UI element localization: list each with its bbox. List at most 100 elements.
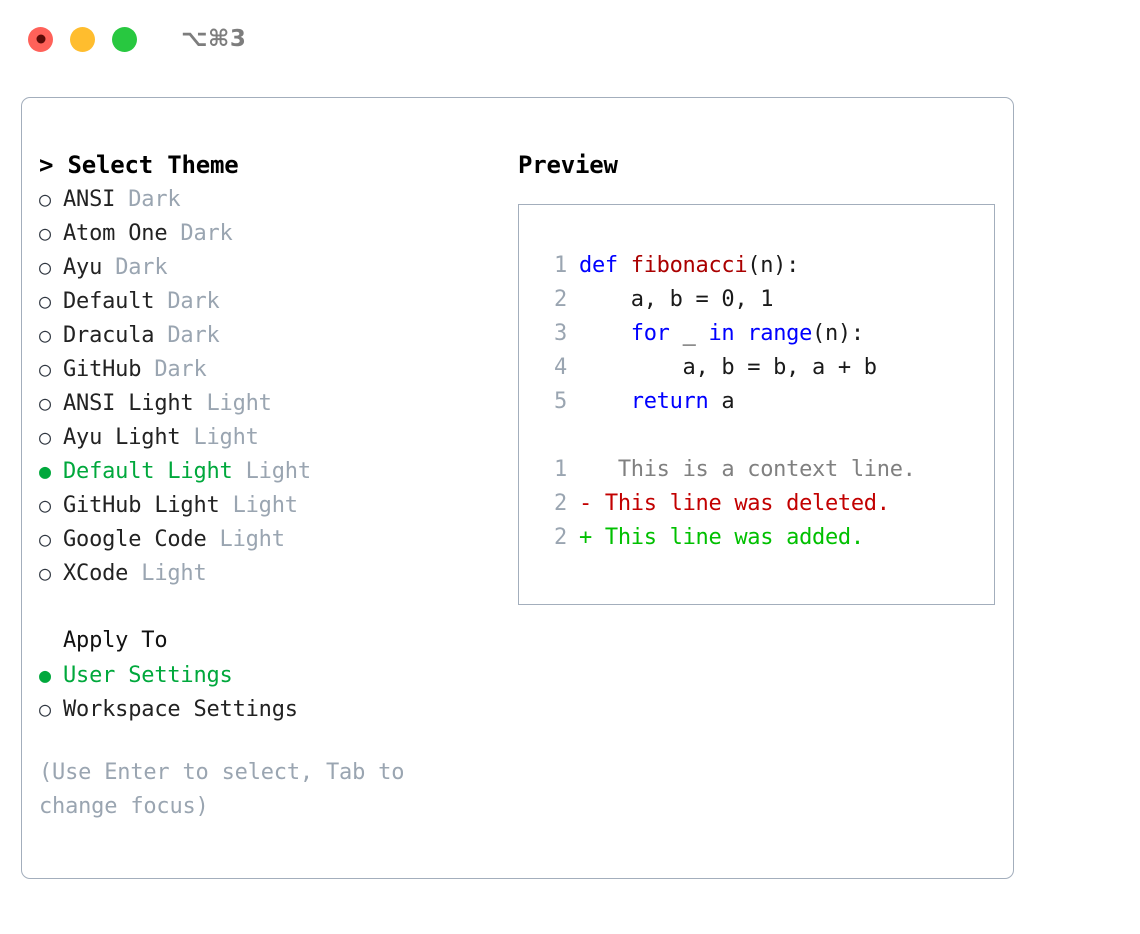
theme-option-category-tag: Light: [245, 459, 311, 484]
theme-selection-column: > Select Theme ○ANSI Dark○Atom One Dark○…: [39, 148, 499, 878]
theme-option-google-code[interactable]: ○Google Code Light: [39, 522, 499, 556]
apply-to-option-workspace-settings[interactable]: ○Workspace Settings: [39, 692, 499, 726]
theme-option-label: Dracula: [63, 323, 155, 348]
theme-option-label: GitHub Light: [63, 493, 220, 518]
theme-option-category-tag: Light: [206, 391, 272, 416]
label-spacer: [154, 285, 167, 319]
keyboard-hint-text: (Use Enter to select, Tab to change focu…: [39, 760, 418, 819]
radio-selected-icon: ●: [39, 663, 51, 687]
theme-option-label: Default: [63, 289, 155, 314]
label-spacer: [193, 387, 206, 421]
line-number: 3: [554, 321, 567, 346]
apply-to-option-label: User Settings: [63, 663, 233, 688]
radio-unselected-icon: ○: [39, 527, 51, 551]
theme-option-github[interactable]: ○GitHub Dark: [39, 352, 499, 386]
radio-unselected-icon: ○: [39, 561, 51, 585]
window-titlebar: ⌥⌘3: [0, 0, 1140, 78]
theme-option-label: Atom One: [63, 221, 168, 246]
diff-sample: 1 This is a context line.2- This line wa…: [541, 453, 994, 555]
theme-option-label: Google Code: [63, 527, 207, 552]
code-token-plain: (n):: [812, 321, 864, 346]
code-token-plain: _: [669, 321, 709, 346]
theme-option-ayu-light[interactable]: ○ Ayu Light Light: [39, 420, 499, 454]
label-spacer: [220, 489, 233, 523]
radio-unselected-icon: ○: [39, 357, 51, 381]
label-spacer: [180, 421, 193, 455]
theme-option-category-tag: Light: [141, 561, 207, 586]
radio-unselected-icon: ○: [39, 425, 51, 449]
label-spacer: [154, 319, 167, 353]
radio-unselected-icon: ○: [39, 391, 51, 415]
radio-unselected-icon: ○: [39, 255, 51, 279]
theme-option-label: ANSI Light: [63, 391, 194, 416]
code-diff-spacer: [541, 419, 994, 453]
apply-to-heading: Apply To: [63, 628, 168, 653]
code-token-kw: range: [747, 321, 813, 346]
radio-unselected-icon: ○: [39, 289, 51, 313]
code-token-kw: in: [708, 321, 735, 346]
radio-unselected-icon: ○: [39, 323, 51, 347]
theme-option-category-tag: Dark: [128, 187, 181, 212]
theme-option-category-tag: Light: [232, 493, 298, 518]
code-token-plain: [579, 317, 631, 351]
theme-option-default[interactable]: ○ Default Dark: [39, 284, 499, 318]
theme-option-label: Ayu: [63, 255, 103, 280]
theme-option-label: Ayu Light: [63, 425, 181, 450]
theme-option-category-tag: Dark: [180, 221, 233, 246]
diff-line-added: 2+ This line was added.: [541, 521, 994, 555]
theme-option-category-tag: Dark: [167, 323, 220, 348]
diff-marker: [579, 453, 592, 487]
code-token-plain: (n):: [747, 253, 800, 278]
theme-option-category-tag: Light: [193, 425, 259, 450]
line-number: 5: [554, 389, 567, 414]
diff-line-deleted: 2- This line was deleted.: [541, 487, 994, 521]
label-spacer: [102, 251, 115, 285]
minimize-window-button[interactable]: [70, 26, 95, 52]
section-spacer: [39, 590, 499, 624]
radio-unselected-icon: ○: [39, 493, 51, 517]
line-number: 2: [554, 287, 567, 312]
theme-option-dracula[interactable]: ○ Dracula Dark: [39, 318, 499, 352]
code-token-fn: fibonacci: [630, 253, 748, 278]
theme-option-atom-one[interactable]: ○Atom One Dark: [39, 216, 499, 250]
code-token-plain: a, b = 0, 1: [579, 287, 774, 312]
code-token-plain: a: [708, 389, 735, 414]
apply-to-option-label: Workspace Settings: [63, 697, 298, 722]
code-token-plain: [579, 385, 631, 419]
apply-to-option-user-settings[interactable]: ● User Settings: [39, 658, 499, 692]
preview-heading: Preview: [518, 151, 618, 179]
theme-list[interactable]: ○ANSI Dark○Atom One Dark○Ayu Dark○Defaul…: [39, 182, 499, 590]
close-window-button[interactable]: [28, 26, 53, 52]
theme-option-ayu[interactable]: ○ Ayu Dark: [39, 250, 499, 284]
traffic-light-buttons: [28, 26, 137, 52]
theme-option-ansi[interactable]: ○ANSI Dark: [39, 182, 499, 216]
code-token-kw: return: [630, 389, 709, 414]
code-line: 3 for _ in range(n):: [541, 317, 994, 351]
code-token-plain: a, b = b, a + b: [579, 355, 878, 380]
theme-option-github-light[interactable]: ○ GitHub Light Light: [39, 488, 499, 522]
theme-option-category-tag: Dark: [167, 289, 220, 314]
diff-marker: -: [579, 491, 592, 516]
keyboard-shortcut-label: ⌥⌘3: [181, 26, 247, 52]
maximize-window-button[interactable]: [112, 26, 137, 52]
theme-option-xcode[interactable]: ○XCode Light: [39, 556, 499, 590]
code-line: 5 return a: [541, 385, 994, 419]
code-token-kw: def: [579, 253, 631, 278]
theme-option-category-tag: Dark: [115, 255, 168, 280]
diff-text: This line was added.: [591, 525, 864, 550]
theme-picker-panel: > Select Theme ○ANSI Dark○Atom One Dark○…: [21, 97, 1014, 879]
apply-to-list[interactable]: ● User Settings ○Workspace Settings: [39, 658, 499, 726]
line-number: 2: [554, 491, 567, 516]
theme-option-ansi-light[interactable]: ○ ANSI Light Light: [39, 386, 499, 420]
label-spacer: [115, 183, 128, 217]
code-token-kw: for: [630, 321, 670, 346]
label-spacer: [128, 557, 141, 591]
code-line: 4 a, b = b, a + b: [541, 351, 994, 385]
theme-option-default-light[interactable]: ●Default Light Light: [39, 454, 499, 488]
label-spacer: [167, 217, 180, 251]
code-line: 2 a, b = 0, 1: [541, 283, 994, 317]
